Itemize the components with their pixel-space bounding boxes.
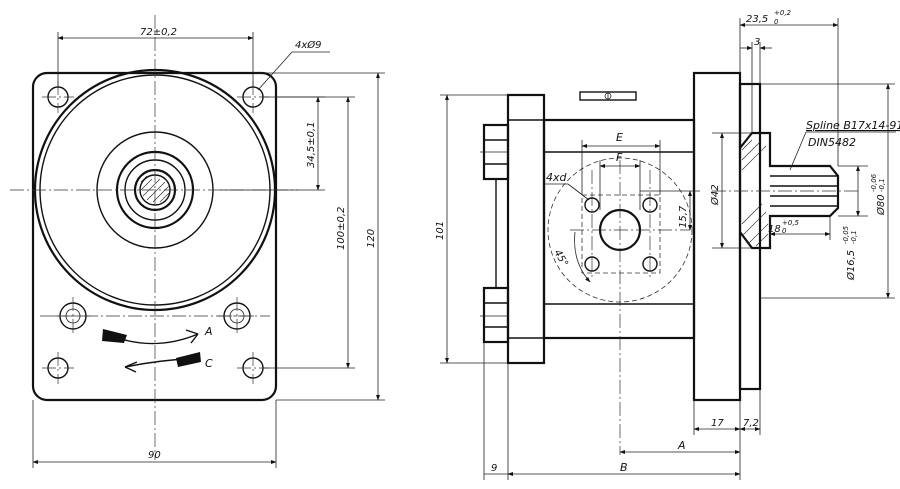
rotation-arrow-a: A <box>102 325 213 345</box>
dim-hole-vertical: 100±0,2 <box>263 96 355 369</box>
dim-holes-text: 4xØ9 <box>295 39 322 51</box>
dim-pilot: Ø42 <box>709 132 752 249</box>
dim-hole-spacing-text: 72±0,2 <box>140 27 177 38</box>
dim-shaft-length-tol-lower: 0 <box>774 18 779 26</box>
dim-body-height-text: 101 <box>435 221 446 240</box>
dim-b: B 9 <box>483 342 741 480</box>
dim-shaft-length-text: 23,5 <box>746 14 768 25</box>
dim-width: 90 <box>32 400 277 468</box>
side-mounting-flange <box>692 71 742 402</box>
dim-offset-text: 34,5±0,1 <box>306 121 317 168</box>
dim-flange-step-text: 7,2 <box>743 418 759 429</box>
dim-a-text: A <box>677 439 686 452</box>
dim-e: E <box>581 131 661 195</box>
spline-standard-text: DIN5482 <box>808 136 856 149</box>
dim-height-text: 120 <box>366 229 377 248</box>
dim-spline-length-tol-upper: +0,5 <box>782 219 800 227</box>
dim-flange-dia-text: Ø80 <box>875 194 887 216</box>
dim-spline-length-tol-lower: 0 <box>782 227 787 235</box>
dim-body-height: 101 <box>435 94 508 364</box>
dim-height: 120 <box>255 72 385 401</box>
dim-hole-vertical-text: 100±0,2 <box>336 207 347 250</box>
dim-flange-dia-tol-lower: -0,1 <box>878 178 886 192</box>
dim-flange-dia: Ø80 -0,06 -0,1 <box>760 83 895 299</box>
side-shaft <box>712 131 860 250</box>
dim-port-holes: 4xd <box>545 171 590 201</box>
dim-shaft-length: 23,5 +0,2 0 <box>739 9 839 166</box>
dim-hole-spacing: 72±0,2 <box>57 27 254 87</box>
dim-flange-thickness-text: 17 <box>711 418 724 429</box>
dim-offset: 34,5±0,1 <box>220 96 325 191</box>
front-view: A C 72±0,2 4xØ9 34,5±0,1 <box>10 15 385 468</box>
dim-pilot-text: Ø42 <box>709 184 721 206</box>
dim-nut-text: 9 <box>491 463 497 474</box>
dim-shaft-dia-text: Ø16,5 <box>845 250 857 281</box>
dim-port-offset-text: 15,7 <box>678 205 689 228</box>
side-port-pattern <box>547 157 693 455</box>
side-bolt-top <box>480 123 510 181</box>
dim-shaft-dia-tol-lower: -0,1 <box>850 230 858 244</box>
dim-shaft-dia: Ø16,5 -0,05 -0,1 <box>838 165 868 281</box>
rotation-label-c: C <box>205 357 213 370</box>
dim-holes: 4xØ9 <box>257 39 330 91</box>
dim-shaft-length-tol-upper: +0,2 <box>774 9 792 17</box>
side-bolt-bottom <box>480 286 510 344</box>
front-spline-hatch <box>140 175 170 203</box>
side-view: E F 4xd 45° 15,7 Ø <box>435 9 900 480</box>
dim-b-text: B <box>620 461 628 474</box>
dim-f-text: F <box>616 151 623 164</box>
side-pilot <box>738 82 762 391</box>
dim-shaft-dia-tol-upper: -0,05 <box>842 225 850 244</box>
dim-flange-thickness: 17 7,2 <box>693 389 761 435</box>
spline-label-text: Spline B17x14-91 <box>806 119 900 132</box>
dim-a: A <box>619 435 741 480</box>
dim-key: 3 <box>740 37 772 133</box>
dim-port-holes-text: 4xd <box>546 171 568 184</box>
dim-key-text: 3 <box>754 37 760 48</box>
dim-port-offset: 15,7 <box>640 190 700 231</box>
rotation-label-a: A <box>204 325 213 338</box>
dim-flange-dia-tol-upper: -0,06 <box>870 173 878 192</box>
dim-spline-length: 18 +0,5 0 <box>768 216 831 240</box>
side-body-rear <box>506 93 546 365</box>
dim-angle: 45° <box>551 231 591 283</box>
dim-spline-length-text: 18 <box>768 224 781 235</box>
spline-callout: Spline B17x14-91 DIN5482 <box>789 119 900 171</box>
rotation-arrow-c: C <box>124 352 213 373</box>
front-flange-outline <box>31 71 278 402</box>
dim-e-text: E <box>616 131 623 144</box>
mounting-holes <box>42 81 269 384</box>
dim-f: F <box>599 151 641 210</box>
dim-width-text: 90 <box>148 450 161 461</box>
